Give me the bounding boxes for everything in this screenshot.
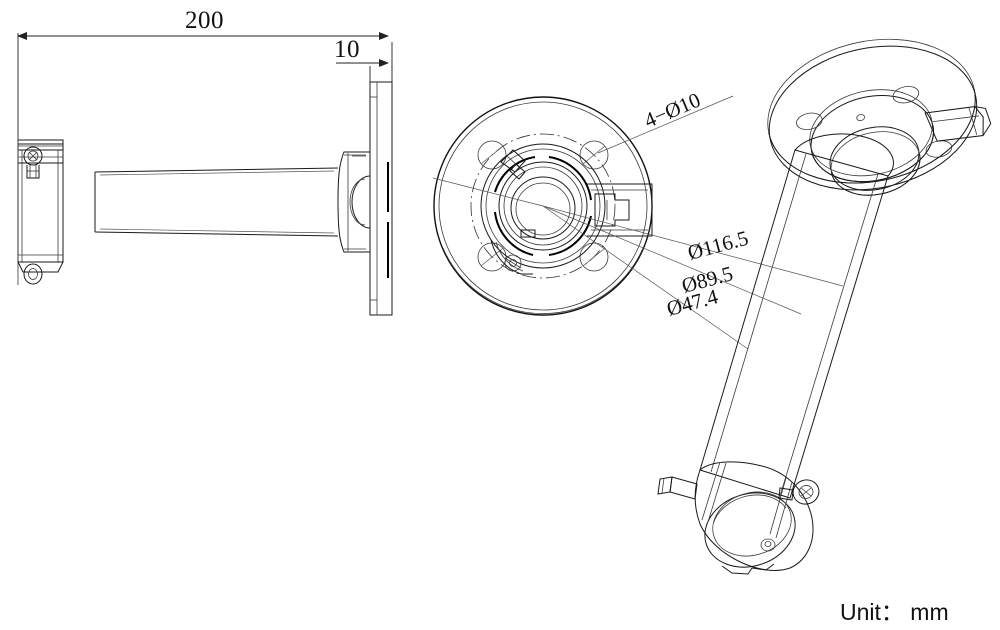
- front-circular-view: [432, 95, 844, 350]
- callout-inner-bore-text: Ø47.4: [664, 284, 721, 321]
- clamp-lug-bottom: [17, 261, 64, 285]
- raised-ring: [480, 143, 606, 269]
- callout-mounting-holes: 4−Ø10: [641, 88, 704, 133]
- small-slot: [520, 229, 536, 238]
- mounting-hole-br: [579, 242, 609, 272]
- callout-inner-bore: Ø47.4: [664, 284, 721, 321]
- side-elevation-view: [17, 81, 393, 316]
- unit-note: Unit： mm: [840, 599, 949, 625]
- mounting-hole-tr: [579, 140, 609, 170]
- iso-arm-tube: [699, 133, 894, 499]
- arm-tube: [94, 167, 339, 237]
- iso-clamp-thumbscrew: [657, 476, 698, 500]
- dimension-plate-thickness-text: 10: [334, 36, 360, 63]
- central-bore: [510, 176, 576, 240]
- wall-flange-collar: [337, 151, 371, 253]
- iso-clamp-hexscrew: [778, 479, 820, 505]
- isometric-view: [657, 38, 992, 575]
- dimension-overall-length-text: 200: [185, 7, 224, 34]
- clamp-screw-top: [23, 146, 43, 179]
- diameter-leader-lines: [432, 177, 844, 350]
- iso-clamp-ring: [657, 461, 820, 575]
- key-slot-upper-left: [500, 149, 526, 180]
- callout-mounting-holes-text: 4−Ø10: [641, 88, 704, 133]
- dimension-plate-thickness: [336, 59, 393, 150]
- arm-clamp-block: [17, 133, 64, 285]
- wall-plate: [369, 81, 393, 316]
- mounting-hole-tl: [477, 140, 507, 170]
- pivot-knuckle: [349, 175, 371, 229]
- mounting-hole-bl: [477, 242, 507, 272]
- iso-ceiling-flange: [767, 38, 992, 196]
